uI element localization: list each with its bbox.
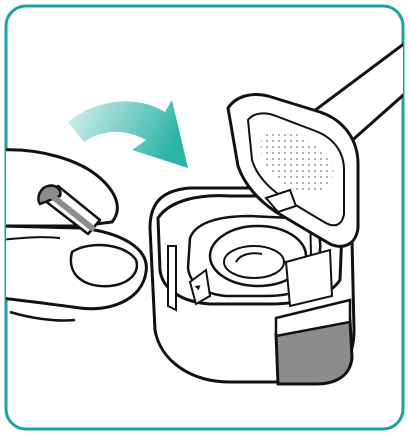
- instruction-illustration: ▲: [0, 0, 409, 435]
